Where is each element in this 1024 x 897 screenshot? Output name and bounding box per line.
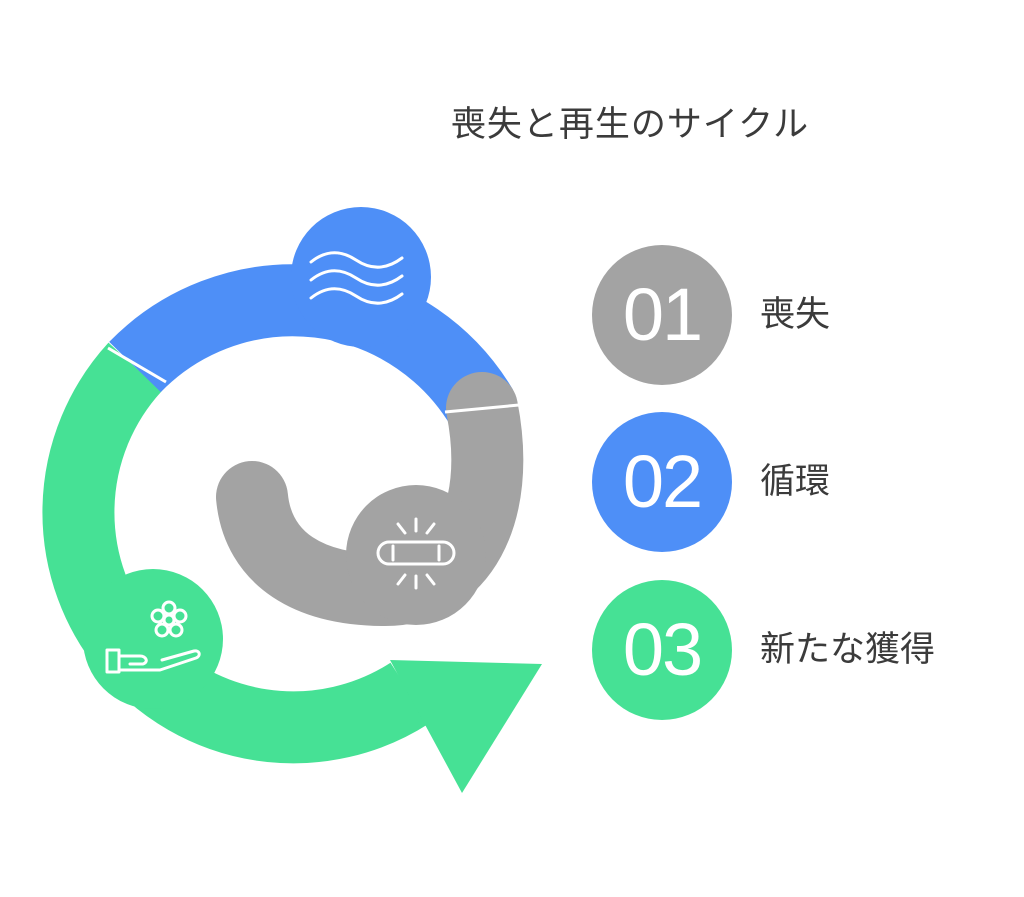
segment-divider bbox=[444, 403, 520, 414]
water-waves-icon bbox=[309, 251, 404, 305]
legend-label-cycle: 循環 bbox=[760, 462, 831, 502]
legend-number-03: 03 bbox=[592, 580, 732, 720]
legend-number-01: 01 bbox=[592, 245, 732, 385]
diagram-title: 喪失と再生のサイクル bbox=[450, 105, 810, 145]
loss-icon-circle bbox=[346, 485, 486, 625]
cycle-icon-circle bbox=[291, 207, 431, 347]
segment-divider bbox=[107, 346, 167, 384]
renewal-icon-circle bbox=[83, 569, 223, 709]
legend-label-renewal: 新たな獲得 bbox=[760, 630, 936, 670]
renewal-arrow-head bbox=[390, 660, 542, 793]
broken-capsule-icon bbox=[376, 517, 456, 590]
legend-number-02: 02 bbox=[592, 412, 732, 552]
legend-label-loss: 喪失 bbox=[760, 295, 831, 335]
hand-with-flower-icon bbox=[105, 600, 201, 674]
